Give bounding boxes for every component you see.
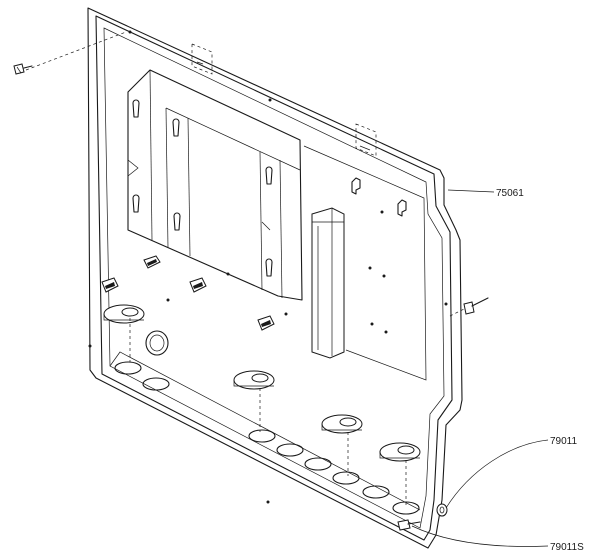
back-panel-right [303,145,427,381]
side-pin [449,297,489,317]
bottom-knockouts [114,361,420,515]
clip-3 [189,277,207,293]
callout-grommet: 79011 [550,436,578,447]
leader-lines [411,189,549,547]
mount-boss-1 [103,304,145,324]
vertical-bracket [311,207,345,359]
bottom-screw [397,519,421,531]
clip-2 [101,277,119,293]
keyhole-slots [132,99,273,277]
screw-holes [88,30,448,504]
callout-housing: 75061 [496,188,524,199]
mount-boss-4 [379,442,421,462]
mount-boss-2 [233,370,275,390]
cable-opening [145,330,169,356]
top-tab-right [355,123,377,157]
housing-frame [87,7,463,549]
clip-4 [257,315,275,331]
clip-1 [143,255,161,269]
grommet [436,503,448,517]
assembly-guides [129,318,407,506]
screw-top-left [13,31,127,75]
top-tab-left [191,43,213,75]
mount-boss-3 [321,414,363,434]
mounting-plate [127,69,303,301]
callout-screw: 79011S [550,542,584,553]
